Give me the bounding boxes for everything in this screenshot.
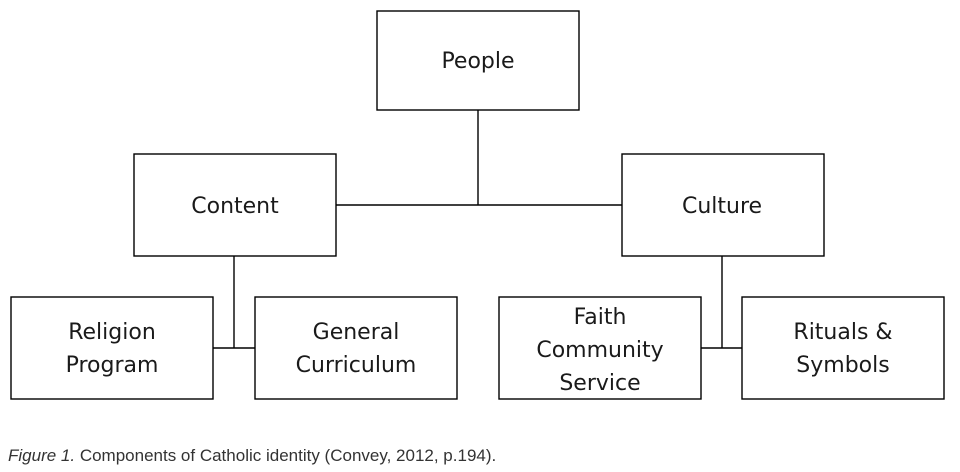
node-culture: Culture	[621, 153, 825, 257]
connectors	[213, 110, 742, 349]
node-label-religion-program-line1: Religion	[68, 320, 156, 345]
node-content: Content	[133, 153, 337, 257]
node-label-general-curriculum-line1: General	[313, 320, 400, 345]
node-box-faith-community-service	[498, 296, 702, 400]
node-box-rituals-symbols	[741, 296, 945, 400]
node-religion-program: Religion Program	[10, 296, 214, 400]
catholic-identity-diagram: People Content Culture Religion Program …	[10, 10, 945, 400]
figure-label: Figure 1.	[8, 446, 76, 465]
node-label-religion-program-line2: Program	[66, 353, 159, 378]
node-people: People	[376, 10, 580, 111]
node-label-content: Content	[191, 194, 279, 219]
node-faith-community-service: Faith Community Service	[498, 296, 702, 400]
node-box-general-curriculum	[254, 296, 458, 400]
node-box-people	[376, 10, 580, 111]
figure-caption: Figure 1. Components of Catholic identit…	[8, 446, 496, 466]
node-label-rituals-symbols-line1: Rituals &	[793, 320, 892, 345]
node-box-culture	[621, 153, 825, 257]
node-label-faith-community-service-line1: Faith	[574, 305, 627, 330]
node-label-faith-community-service-line3: Service	[559, 371, 640, 396]
node-rituals-symbols: Rituals & Symbols	[741, 296, 945, 400]
node-label-faith-community-service-line2: Community	[536, 338, 663, 363]
node-box-religion-program	[10, 296, 214, 400]
node-general-curriculum: General Curriculum	[254, 296, 458, 400]
node-label-rituals-symbols-line2: Symbols	[796, 353, 889, 378]
node-label-people: People	[441, 49, 514, 74]
figure-caption-text: Components of Catholic identity (Convey,…	[75, 446, 497, 465]
node-box-content	[133, 153, 337, 257]
node-label-general-curriculum-line2: Curriculum	[296, 353, 417, 378]
node-label-culture: Culture	[682, 194, 762, 219]
